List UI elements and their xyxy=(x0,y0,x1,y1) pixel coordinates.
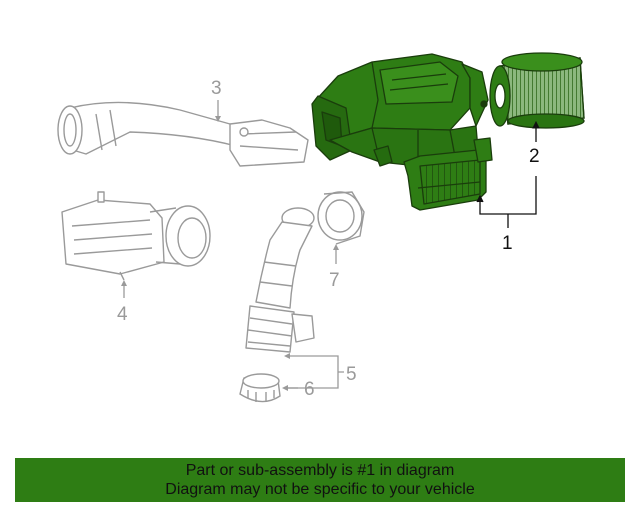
air-filter-element-part[interactable] xyxy=(489,52,585,129)
air-cleaner-housing-part[interactable] xyxy=(311,53,493,211)
resonator-part[interactable] xyxy=(61,191,211,281)
parts-diagram: 1 2 3 4 5 6 7 xyxy=(57,52,585,403)
callout-5: 5 xyxy=(346,364,357,385)
callout-4: 4 xyxy=(117,304,128,325)
air-intake-duct-part[interactable] xyxy=(57,101,309,167)
coupler-part[interactable] xyxy=(317,191,365,245)
intake-hose-part[interactable] xyxy=(245,207,315,353)
callout-3: 3 xyxy=(211,78,222,99)
footer-banner: Part or sub-assembly is #1 in diagram Di… xyxy=(15,458,625,502)
footer-line-2: Diagram may not be specific to your vehi… xyxy=(165,481,475,498)
callout-7: 7 xyxy=(329,270,340,291)
callout-1: 1 xyxy=(502,233,513,254)
callout-6: 6 xyxy=(304,379,315,400)
footer-line-1: Part or sub-assembly is #1 in diagram xyxy=(185,462,455,479)
callout-2: 2 xyxy=(529,146,540,167)
seal-ring-part[interactable] xyxy=(239,373,281,403)
leader-lines xyxy=(121,100,540,391)
